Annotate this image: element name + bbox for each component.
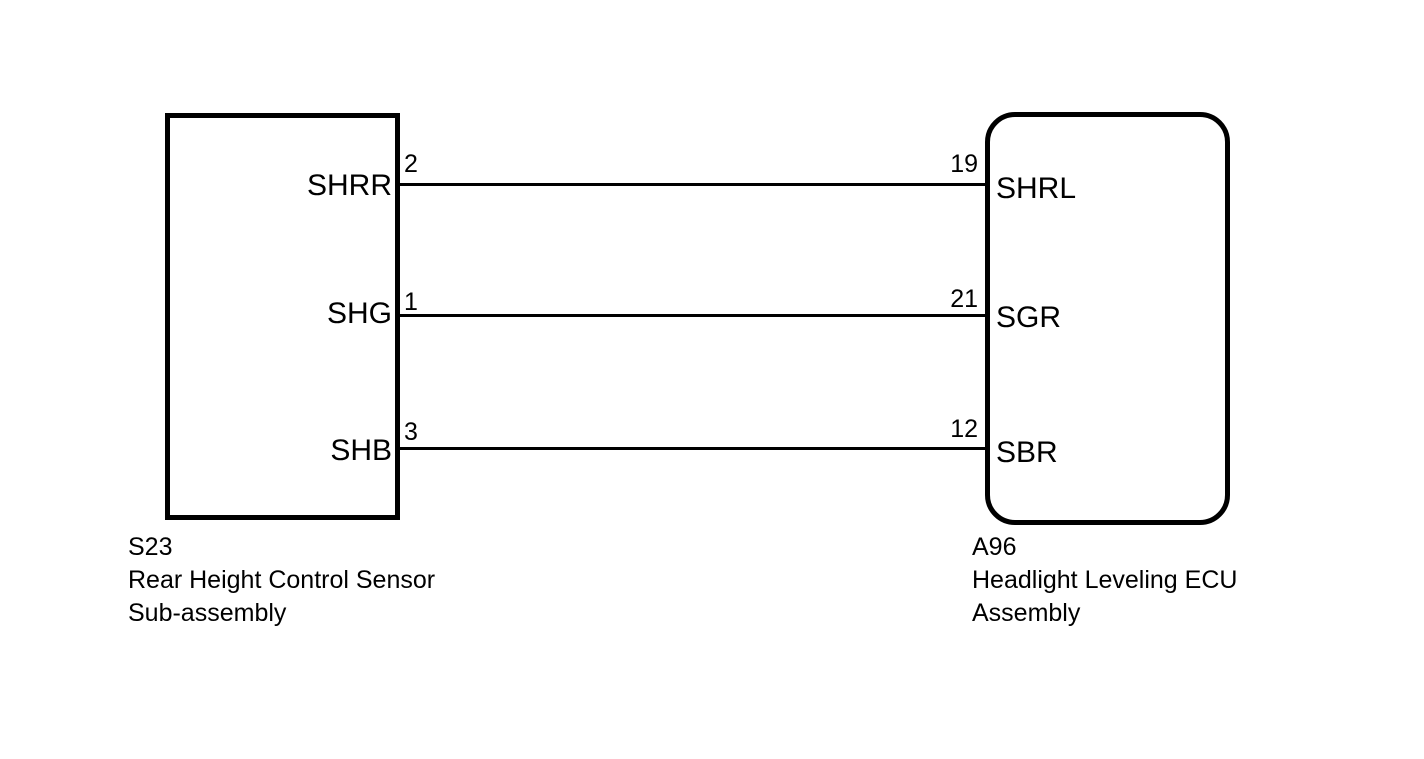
terminal-label-sgr: SGR: [996, 301, 1062, 334]
terminal-label-shg: SHG: [326, 297, 392, 330]
component-caption-s23: S23 Rear Height Control Sensor Sub-assem…: [128, 531, 435, 630]
component-name-line2: Assembly: [972, 599, 1081, 627]
component-name-line1: Rear Height Control Sensor: [128, 566, 436, 594]
component-caption-a96: A96 Headlight Leveling ECU Assembly: [972, 531, 1237, 630]
component-name-line1: Headlight Leveling ECU: [972, 566, 1238, 594]
wire-shrr-to-shrl: [400, 183, 985, 186]
pin-number-s23-3: 3: [404, 418, 418, 446]
connector-box-a96: [985, 112, 1230, 525]
terminal-label-shrl: SHRL: [996, 172, 1077, 205]
component-code: A96: [972, 533, 1017, 561]
terminal-label-shb: SHB: [330, 434, 392, 467]
wire-shb-to-sbr: [400, 447, 985, 450]
component-name-line2: Sub-assembly: [128, 599, 287, 627]
wire-shg-to-sgr: [400, 314, 985, 317]
pin-number-a96-19: 19: [950, 150, 978, 178]
pin-number-a96-21: 21: [950, 285, 978, 313]
connector-box-s23: [165, 113, 400, 520]
terminal-label-shrr: SHRR: [306, 169, 392, 202]
pin-number-s23-2: 2: [404, 150, 418, 178]
pin-number-s23-1: 1: [404, 288, 418, 316]
terminal-label-sbr: SBR: [996, 436, 1058, 469]
component-code: S23: [128, 533, 173, 561]
pin-number-a96-12: 12: [950, 415, 978, 443]
